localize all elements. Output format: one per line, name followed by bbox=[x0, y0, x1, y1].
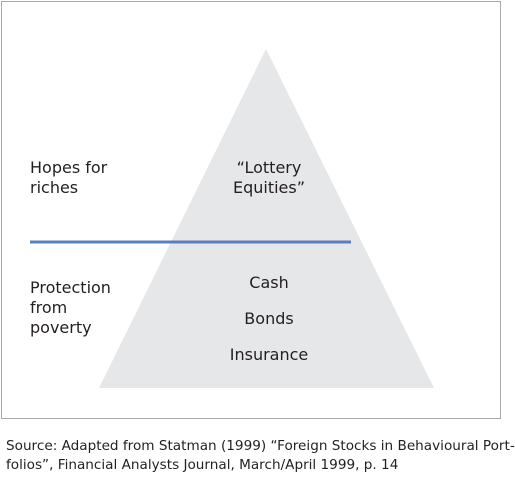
protection-label-line-2: from bbox=[30, 298, 68, 317]
lottery-label-line-1: “Lottery bbox=[236, 158, 302, 177]
insurance-label: Insurance bbox=[229, 345, 309, 364]
source-note: Source: Adapted from Statman (1999) “For… bbox=[6, 437, 515, 475]
cash-label: Cash bbox=[249, 273, 289, 292]
hopes-label-line-1: Hopes for bbox=[30, 158, 108, 177]
bonds-label: Bonds bbox=[244, 309, 294, 328]
pyramid-shape bbox=[99, 49, 434, 388]
protection-label-line-3: poverty bbox=[30, 318, 92, 337]
hopes-label-line-2: riches bbox=[30, 178, 79, 197]
hopes-for-riches-label: Hopes for riches bbox=[30, 158, 107, 198]
source-note-line-1: Source: Adapted from Statman (1999) “For… bbox=[6, 438, 515, 454]
source-note-line-2: folios”, Financial Analysts Journal, Mar… bbox=[6, 457, 399, 473]
protection-from-poverty-label: Protection from poverty bbox=[30, 278, 111, 338]
lottery-label-line-2: Equities” bbox=[232, 178, 306, 197]
figure-frame bbox=[1, 1, 501, 419]
pyramid-diagram bbox=[30, 49, 434, 388]
protection-label-line-1: Protection bbox=[30, 278, 111, 297]
lottery-equities-label: “Lottery Equities” bbox=[189, 158, 349, 198]
